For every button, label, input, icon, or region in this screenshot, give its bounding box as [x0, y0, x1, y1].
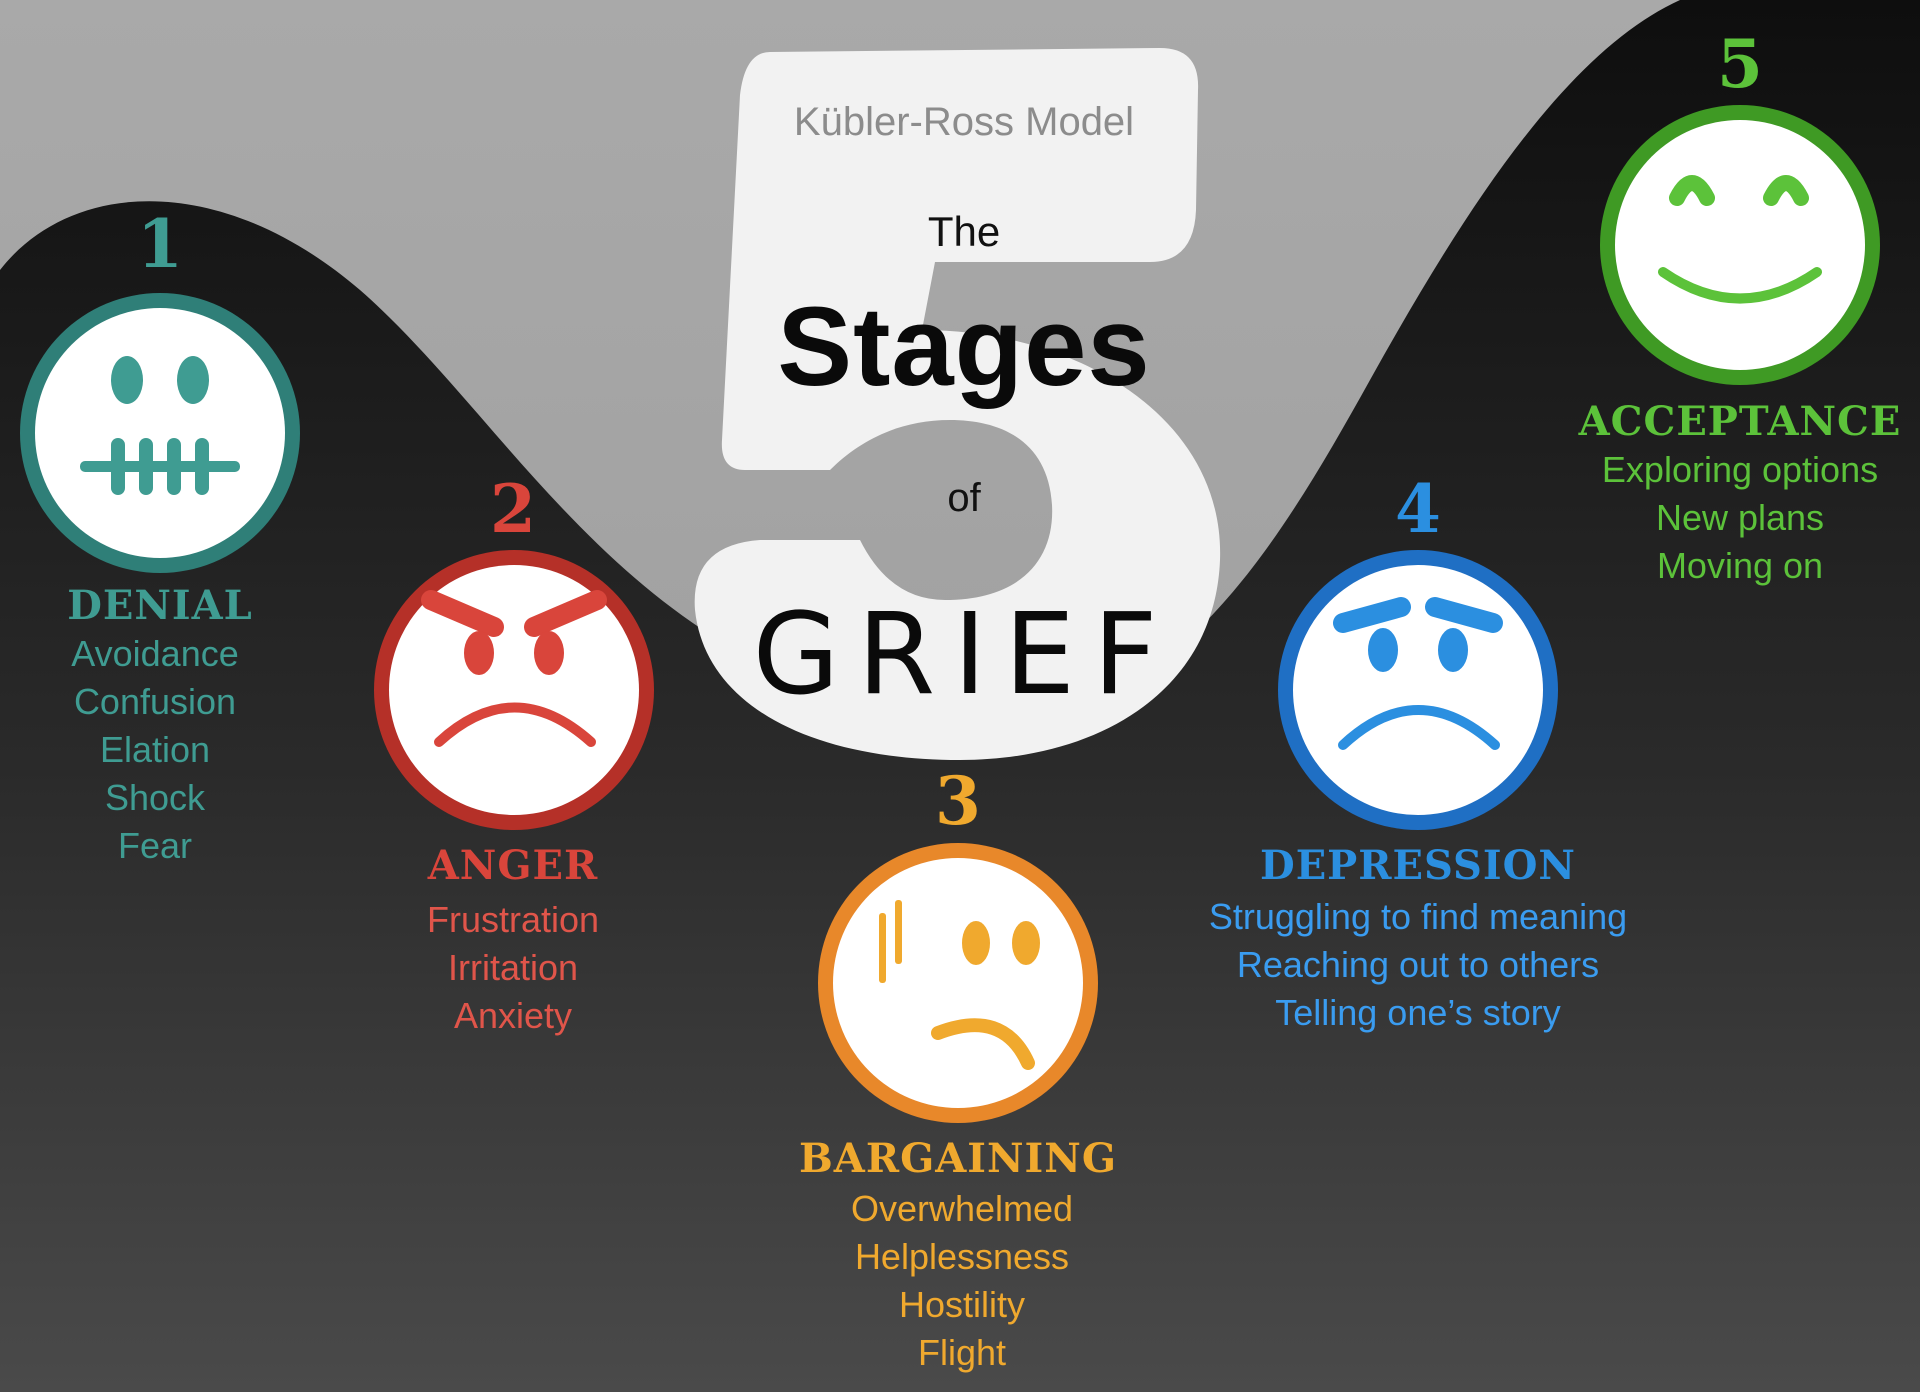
stage-2-number: 2: [490, 470, 536, 548]
list-item: Fear: [117, 825, 193, 866]
list-item: Flight: [917, 1332, 1007, 1373]
stage-3-items: Overwhelmed Helplessness Hostility Fligh…: [851, 1185, 1073, 1377]
list-item: Elation: [99, 729, 211, 770]
list-item: Anxiety: [453, 995, 573, 1036]
list-item: Exploring options: [1601, 449, 1879, 490]
list-item: Shock: [104, 777, 206, 818]
title-grief: GRIEF: [752, 590, 1176, 720]
list-item: Moving on: [1656, 545, 1824, 586]
list-item: Confusion: [73, 681, 237, 722]
angry-face-icon: [374, 550, 654, 830]
list-item: New plans: [1655, 497, 1825, 538]
sad-face-icon: [1278, 550, 1558, 830]
list-item: Hostility: [898, 1284, 1026, 1325]
stage-4-items: Struggling to find meaning Reaching out …: [1209, 893, 1627, 1037]
list-item: Irritation: [447, 947, 579, 988]
list-item: Reaching out to others: [1236, 944, 1600, 985]
list-item: Struggling to find meaning: [1208, 896, 1628, 937]
worried-face-icon: [818, 843, 1098, 1123]
stage-2-items: Frustration Irritation Anxiety: [427, 896, 599, 1040]
stage-3-name: BARGAINING: [799, 1135, 1117, 1182]
stage-1-name: DENIAL: [67, 582, 253, 629]
stage-4-number: 4: [1395, 470, 1441, 548]
zipped-mouth-face-icon: [20, 293, 300, 573]
title-stages: Stages: [777, 284, 1151, 409]
stage-1-number: 1: [137, 205, 183, 283]
stage-1-items: Avoidance Confusion Elation Shock Fear: [71, 630, 238, 870]
list-item: Helplessness: [854, 1236, 1070, 1277]
list-item: Telling one’s story: [1275, 992, 1561, 1033]
smiling-face-icon: [1600, 105, 1880, 385]
title-the: The: [927, 208, 1001, 255]
model-subtitle: Kübler-Ross Model: [793, 100, 1135, 144]
list-item: Overwhelmed: [850, 1188, 1074, 1229]
stage-5-items: Exploring options New plans Moving on: [1602, 446, 1878, 590]
stage-3-number: 3: [935, 762, 981, 840]
stage-2-name: ANGER: [427, 842, 599, 889]
title-of: of: [947, 476, 981, 520]
big-number-five-shape: [694, 48, 1221, 760]
stage-5-name: ACCEPTANCE: [1578, 398, 1902, 445]
list-item: Frustration: [426, 899, 600, 940]
stage-5-number: 5: [1717, 25, 1763, 103]
stage-4-name: DEPRESSION: [1260, 842, 1576, 889]
list-item: Avoidance: [71, 633, 239, 674]
